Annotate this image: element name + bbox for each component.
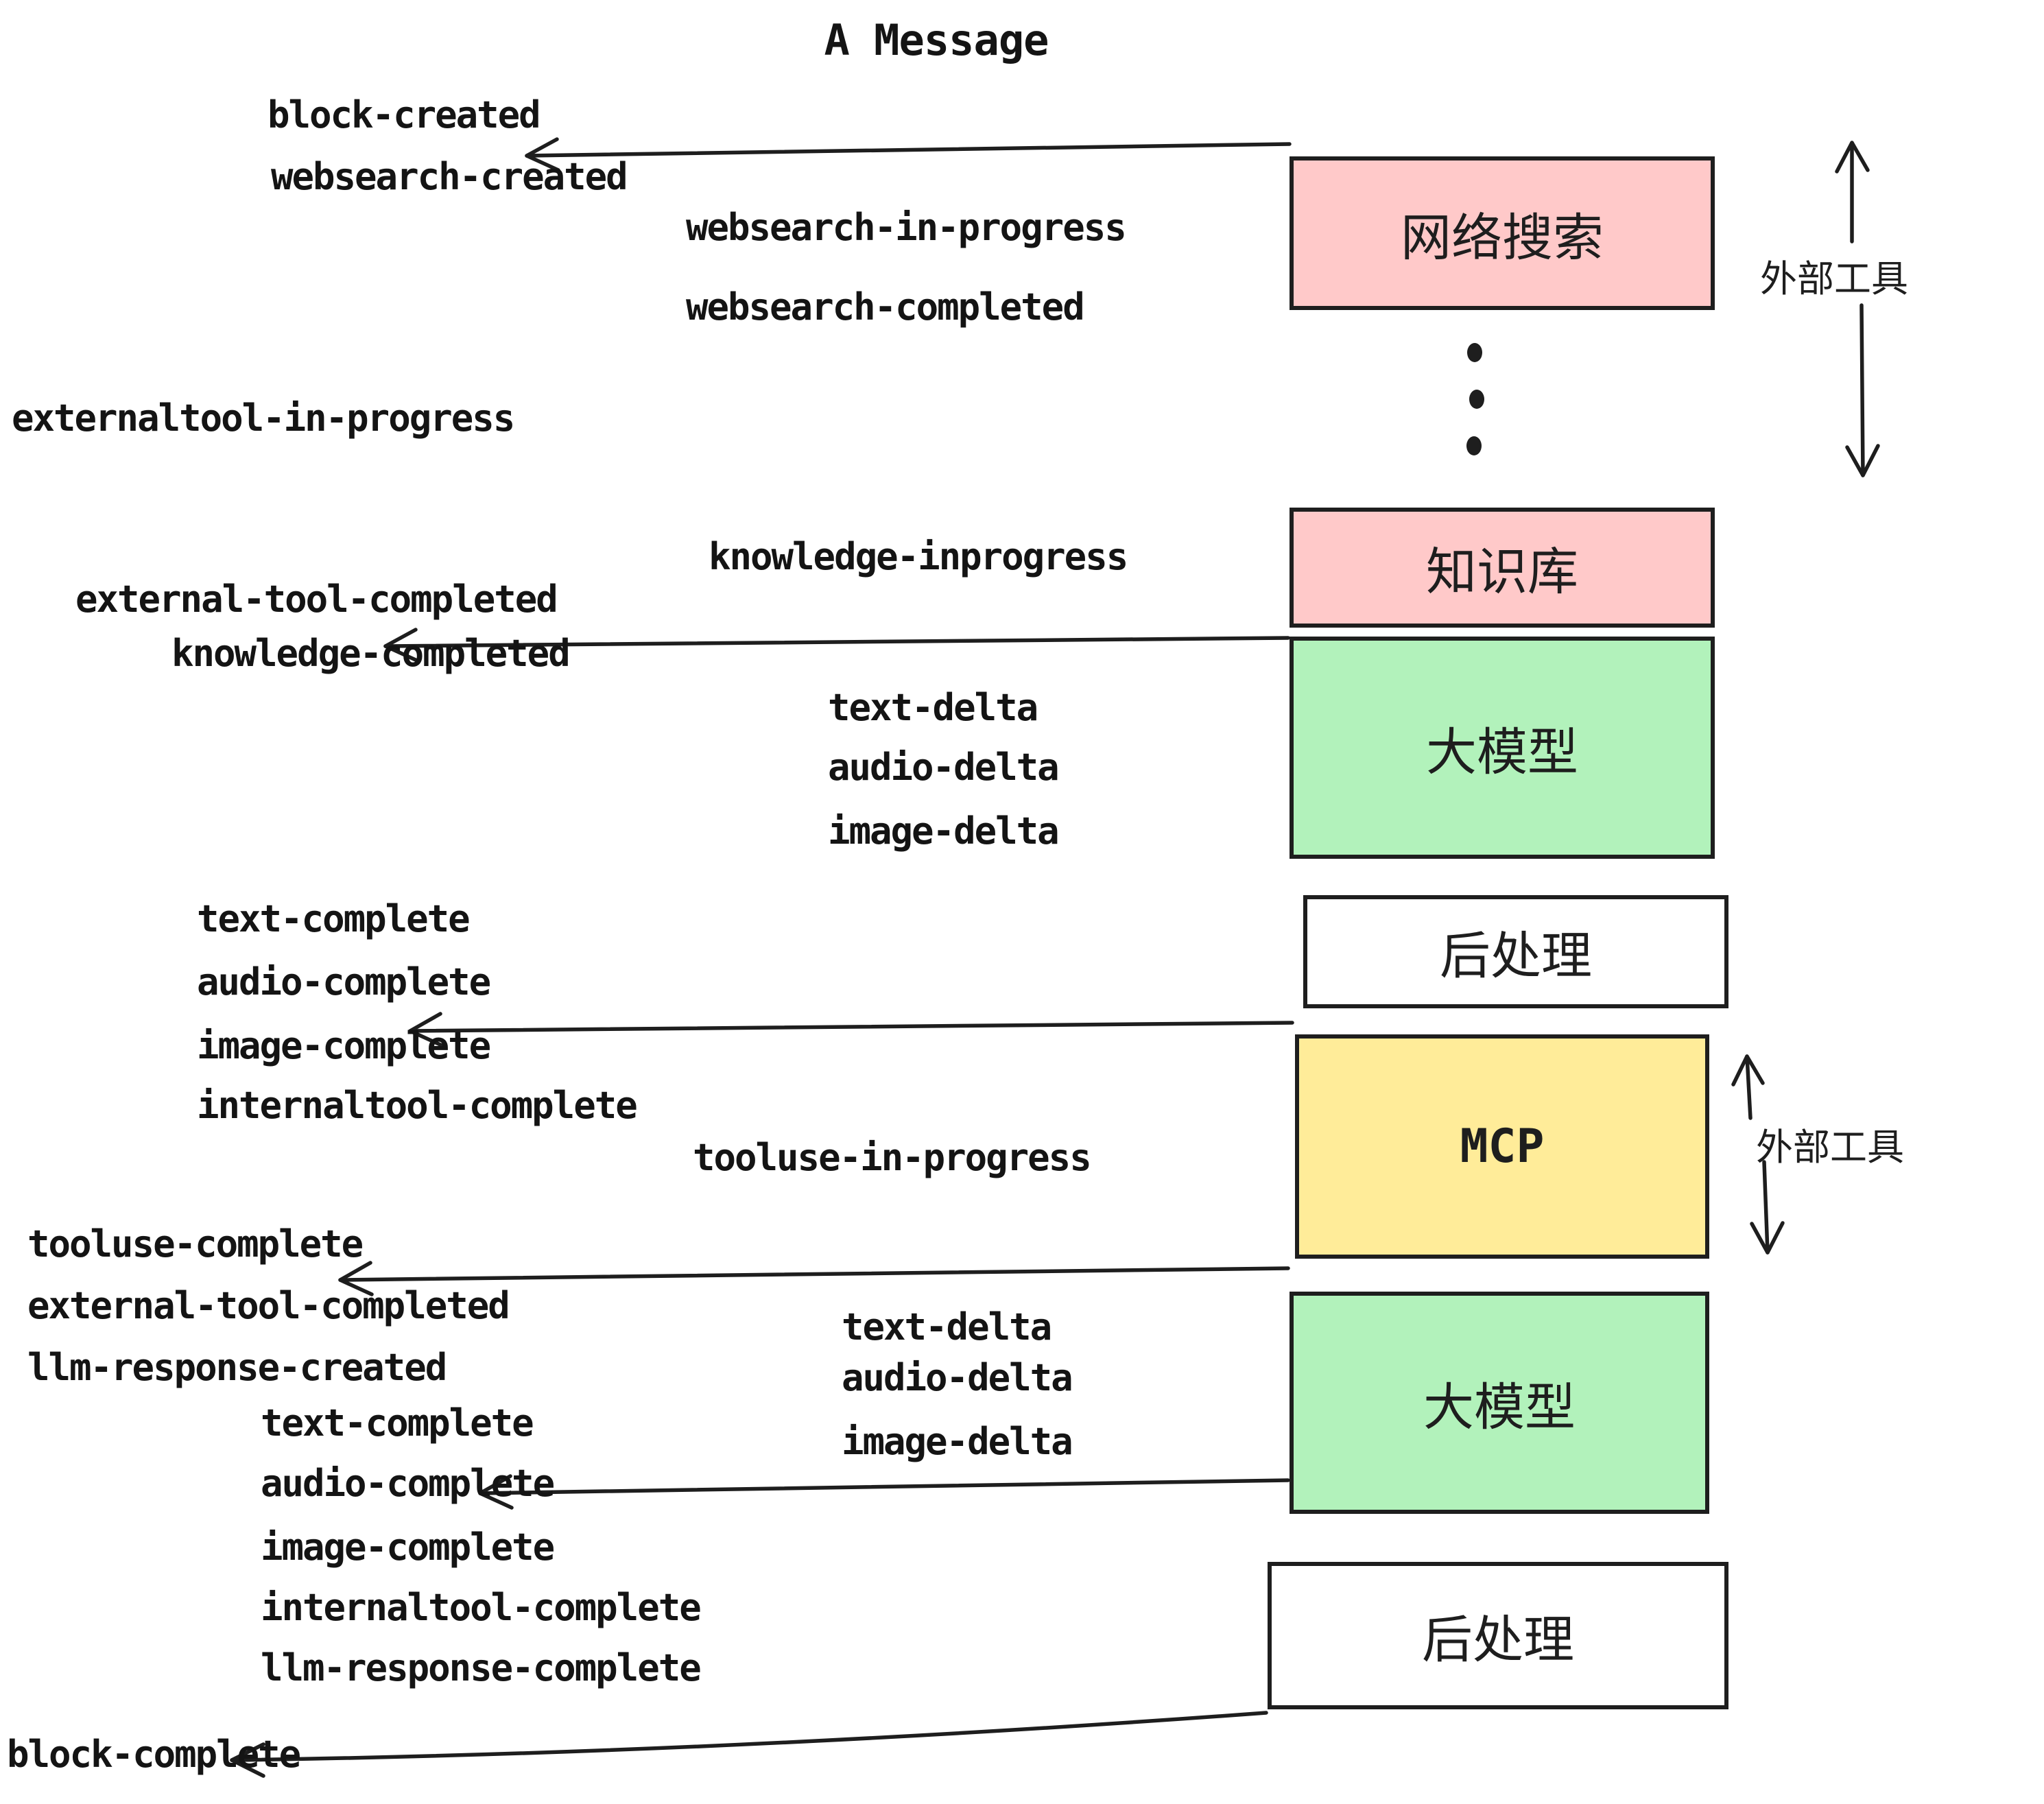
arrow-head-2 xyxy=(383,628,419,663)
arrow-to-image-complete xyxy=(408,1021,1294,1033)
event-block-created: block-created xyxy=(268,93,541,137)
box-postprocess-1: 后处理 xyxy=(1303,895,1728,1008)
vertical-ellipsis-dot xyxy=(1467,343,1482,362)
event-text-complete-2: text-complete xyxy=(261,1401,534,1445)
arrow-head-4 xyxy=(338,1261,374,1296)
box-web-search: 网络搜索 xyxy=(1290,156,1715,310)
event-tooluse-complete: tooluse-complete xyxy=(27,1222,364,1266)
arrow-to-websearch-created xyxy=(525,142,1292,158)
event-text-delta: text-delta xyxy=(828,686,1038,729)
event-internaltool-complete: internaltool-complete xyxy=(197,1084,638,1127)
vertical-ellipsis-dot xyxy=(1466,436,1482,455)
event-image-delta: image-delta xyxy=(828,809,1060,853)
event-text-complete: text-complete xyxy=(197,897,471,940)
box-knowledge-base: 知识库 xyxy=(1290,508,1715,628)
external-tools-label-bottom: 外部工具 xyxy=(1756,1126,1904,1169)
box-web-search-label: 网络搜索 xyxy=(1401,208,1604,268)
box-llm-1-label: 大模型 xyxy=(1426,722,1578,782)
box-mcp: MCP xyxy=(1295,1034,1709,1259)
event-tooluse-in-progress: tooluse-in-progress xyxy=(693,1136,1092,1179)
event-image-complete-2: image-complete xyxy=(261,1526,555,1569)
page-title: A Message xyxy=(824,15,1049,65)
event-external-tool-completed-2: external-tool-completed xyxy=(27,1284,510,1327)
arrow-head-5 xyxy=(478,1474,514,1510)
box-llm-1: 大模型 xyxy=(1290,637,1715,859)
event-audio-delta-2: audio-delta xyxy=(842,1356,1073,1399)
external-tools-up-arrow-2 xyxy=(1745,1054,1752,1120)
event-image-complete: image-complete xyxy=(197,1024,491,1067)
box-postprocess-2: 后处理 xyxy=(1268,1562,1728,1709)
event-audio-complete: audio-complete xyxy=(197,960,491,1004)
event-websearch-created: websearch-created xyxy=(271,155,628,198)
arrow-head-3 xyxy=(408,1012,444,1047)
event-internaltool-complete-2: internaltool-complete xyxy=(261,1586,702,1629)
event-audio-complete-2: audio-complete xyxy=(261,1462,555,1505)
event-block-complete: block-complete xyxy=(7,1733,301,1776)
event-llm-response-created: llm-response-created xyxy=(27,1346,447,1389)
box-knowledge-base-label: 知识库 xyxy=(1426,543,1578,602)
arrow-to-tooluse-complete xyxy=(338,1266,1290,1282)
external-tools-down-head-2 xyxy=(1750,1221,1785,1255)
event-websearch-in-progress: websearch-in-progress xyxy=(686,206,1127,249)
event-externaltool-in-progress: externaltool-in-progress xyxy=(12,396,515,440)
external-tools-label-top: 外部工具 xyxy=(1760,257,1908,300)
box-llm-2-label: 大模型 xyxy=(1423,1377,1576,1437)
box-postprocess-2-label: 后处理 xyxy=(1422,1611,1574,1670)
event-knowledge-completed: knowledge-completed xyxy=(171,632,571,675)
arrow-to-block-complete xyxy=(230,1711,1268,1762)
external-tools-down-arrow-2 xyxy=(1762,1160,1770,1255)
event-llm-response-complete: llm-response-complete xyxy=(261,1646,702,1689)
external-tools-up-head-2 xyxy=(1731,1054,1765,1087)
event-knowledge-inprogress: knowledge-inprogress xyxy=(709,535,1128,578)
event-external-tool-completed: external-tool-completed xyxy=(75,578,558,621)
event-audio-delta: audio-delta xyxy=(828,746,1060,789)
arrow-head-6 xyxy=(230,1742,265,1778)
event-image-delta-2: image-delta xyxy=(842,1420,1073,1463)
event-websearch-completed: websearch-completed xyxy=(686,285,1085,329)
external-tools-down-arrow-1 xyxy=(1859,303,1865,477)
arrow-to-knowledge-completed xyxy=(383,636,1290,648)
arrow-head-1 xyxy=(525,137,560,172)
box-mcp-label: MCP xyxy=(1460,1119,1545,1174)
external-tools-up-head-1 xyxy=(1835,141,1870,174)
arrow-to-audio-complete-2 xyxy=(478,1478,1290,1495)
box-llm-2: 大模型 xyxy=(1290,1292,1709,1514)
vertical-ellipsis-dot xyxy=(1469,390,1484,409)
box-postprocess-1-label: 后处理 xyxy=(1440,927,1592,986)
event-text-delta-2: text-delta xyxy=(842,1305,1052,1349)
external-tools-down-head-1 xyxy=(1845,444,1880,477)
